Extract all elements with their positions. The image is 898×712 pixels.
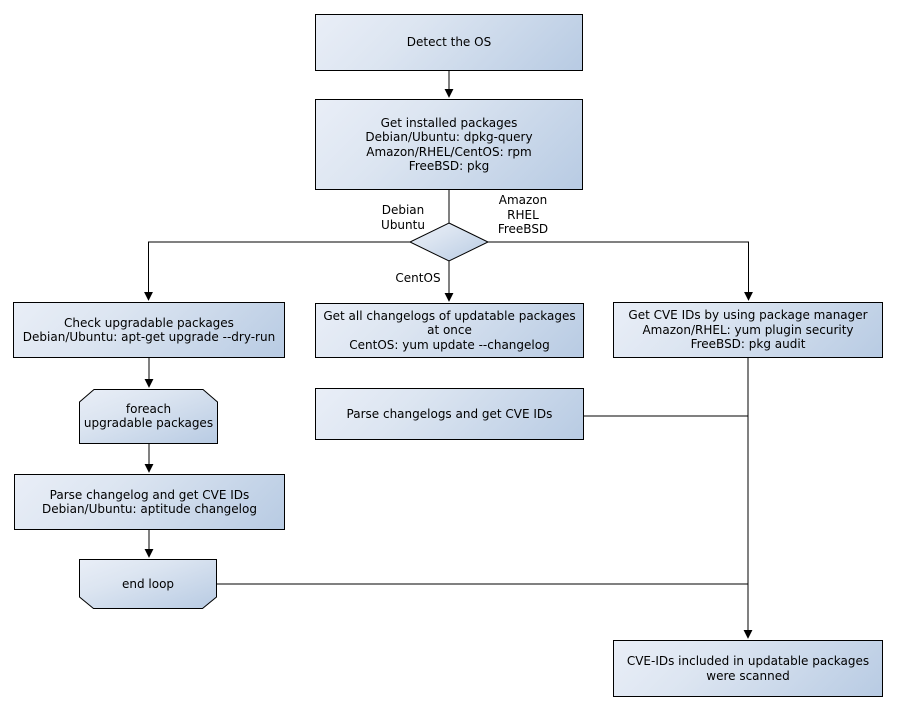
node-scan-result-label: CVE-IDs included in updatable packages w… bbox=[626, 654, 870, 683]
node-end-loop-label: end loop bbox=[121, 576, 175, 591]
node-get-cve-ids-pkg-manager: Get CVE IDs by using package manager Ama… bbox=[613, 302, 883, 358]
edge-label-centos: CentOS bbox=[395, 271, 441, 285]
node-end-loop: end loop bbox=[79, 559, 217, 609]
node-get-cve-ids-pkg-manager-label: Get CVE IDs by using package manager Ama… bbox=[628, 308, 868, 352]
end-loop-shape bbox=[79, 559, 217, 609]
node-detect-os: Detect the OS bbox=[315, 14, 583, 71]
node-get-installed-packages-label: Get installed packages Debian/Ubuntu: dp… bbox=[365, 115, 533, 174]
node-foreach-loop-start: foreach upgradable packages bbox=[79, 389, 218, 443]
node-detect-os-label: Detect the OS bbox=[406, 35, 492, 50]
edge-label-amazon-rhel-freebsd: Amazon RHEL FreeBSD bbox=[497, 193, 549, 236]
edge-decision-to-get-cve-ids bbox=[488, 241, 753, 301]
node-check-upgradable-packages: Check upgradable packages Debian/Ubuntu:… bbox=[13, 302, 285, 358]
node-foreach-loop-start-label: foreach upgradable packages bbox=[83, 401, 214, 431]
node-parse-changelog-debian-label: Parse changelog and get CVE IDs Debian/U… bbox=[42, 487, 257, 517]
node-get-installed-packages: Get installed packages Debian/Ubuntu: dp… bbox=[315, 99, 583, 190]
foreach-loop-shape bbox=[79, 389, 218, 444]
edge-decision-to-check-upgradable bbox=[144, 241, 410, 301]
node-parse-changelogs-centos: Parse changelogs and get CVE IDs bbox=[315, 388, 584, 440]
node-get-all-changelogs: Get all changelogs of updatable packages… bbox=[315, 303, 584, 358]
node-parse-changelogs-centos-label: Parse changelogs and get CVE IDs bbox=[346, 406, 553, 421]
node-parse-changelog-debian: Parse changelog and get CVE IDs Debian/U… bbox=[14, 474, 285, 530]
edge-label-debian-ubuntu: Debian Ubuntu bbox=[381, 203, 425, 232]
node-get-all-changelogs-label: Get all changelogs of updatable packages… bbox=[323, 308, 576, 352]
os-decision-diamond bbox=[408, 222, 490, 262]
node-check-upgradable-packages-label: Check upgradable packages Debian/Ubuntu:… bbox=[22, 315, 276, 345]
node-scan-result: CVE-IDs included in updatable packages w… bbox=[613, 640, 883, 697]
